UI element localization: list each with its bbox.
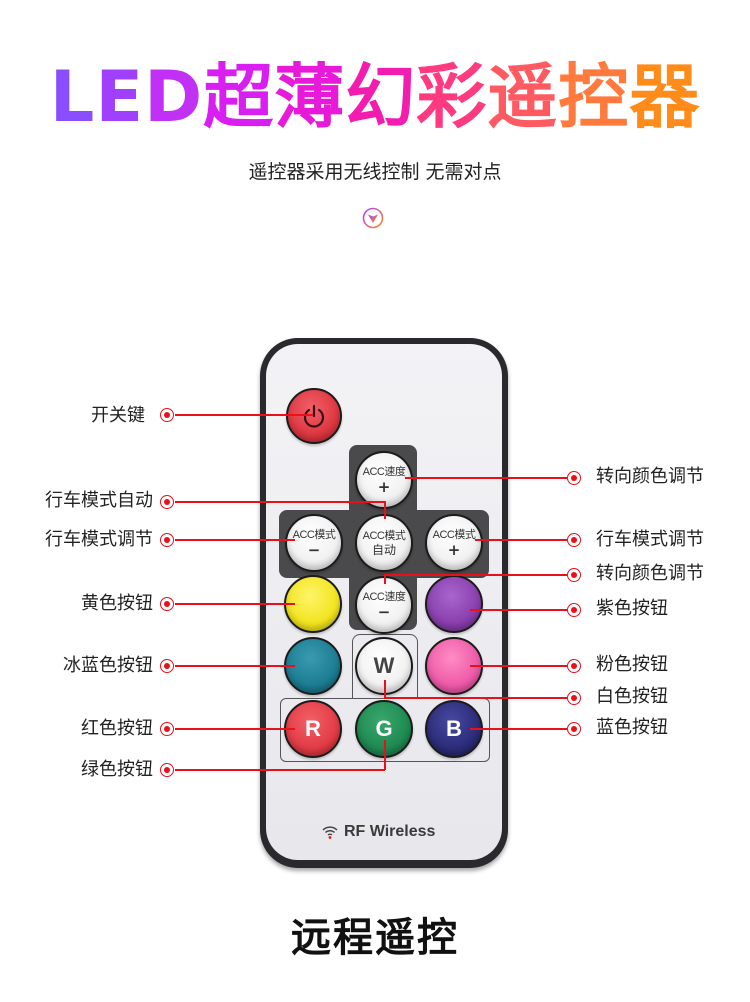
- title-char: 超: [203, 56, 275, 138]
- acc-speed-plus-button[interactable]: ACC速度 +: [355, 451, 413, 509]
- acc-mode-auto-button[interactable]: ACC模式 自动: [355, 514, 413, 572]
- title-char: 幻: [345, 56, 417, 138]
- title-char: 遥: [487, 56, 559, 138]
- button-label: 自动: [371, 542, 396, 557]
- annotation-line: [405, 477, 567, 479]
- annotation-dot: [567, 691, 581, 705]
- button-label: B: [446, 716, 462, 741]
- title-char: 控: [558, 56, 630, 138]
- button-label: ACC模式: [432, 528, 476, 541]
- annotation-dot: [160, 763, 174, 777]
- power-button[interactable]: [286, 388, 342, 444]
- annotation-dot: [160, 408, 174, 422]
- annotation-line: [175, 603, 295, 605]
- annotation-drive-mode-adjust-right: 行车模式调节: [596, 529, 704, 550]
- annotation-red: 红色按钮: [81, 718, 153, 739]
- button-label: −: [377, 602, 391, 621]
- annotation-dot: [567, 568, 581, 582]
- annotation-blue: 蓝色按钮: [596, 717, 668, 738]
- brand-label: RF Wireless: [344, 823, 436, 840]
- annotation-dot: [160, 597, 174, 611]
- annotation-dot: [567, 533, 581, 547]
- title-char: D: [144, 56, 204, 138]
- white-button-outline: [352, 634, 418, 699]
- footer-title: 远程遥控: [291, 915, 459, 961]
- button-label: ACC速度: [362, 590, 406, 603]
- acc-mode-plus-button[interactable]: ACC模式 +: [425, 514, 483, 572]
- acc-mode-minus-button[interactable]: ACC模式 −: [285, 514, 343, 572]
- annotation-pink: 粉色按钮: [596, 654, 668, 675]
- title-char: L: [49, 56, 96, 138]
- annotation-line: [384, 501, 386, 519]
- wifi-icon: [322, 826, 338, 839]
- annotation-line: [470, 665, 567, 667]
- button-label: −: [307, 540, 321, 559]
- button-label: G: [375, 716, 393, 741]
- annotation-line: [470, 609, 567, 611]
- button-label: R: [305, 716, 321, 741]
- annotation-turn-color-adjust-bottom: 转向颜色调节: [596, 563, 704, 584]
- annotation-dot: [567, 722, 581, 736]
- button-label: ACC模式: [292, 528, 336, 541]
- annotation-line: [175, 728, 295, 730]
- annotation-line: [384, 574, 567, 576]
- title-char: 器: [629, 56, 701, 138]
- rf-wireless-brand: RF Wireless: [322, 823, 435, 841]
- button-label: +: [377, 477, 391, 496]
- annotation-line: [475, 539, 567, 541]
- title-char: 彩: [416, 56, 488, 138]
- annotation-dot: [160, 533, 174, 547]
- annotation-line: [175, 414, 313, 416]
- annotation-line: [175, 501, 384, 503]
- annotation-power: 开关键: [91, 405, 145, 426]
- power-icon: [303, 404, 325, 428]
- title-char: 薄: [274, 56, 346, 138]
- blue-button[interactable]: B: [425, 700, 483, 758]
- annotation-line: [384, 680, 386, 698]
- annotation-line: [175, 665, 295, 667]
- annotation-dot: [567, 659, 581, 673]
- purple-button[interactable]: [425, 575, 483, 633]
- chevron-down-circle-icon: [362, 207, 384, 229]
- button-label: W: [373, 653, 395, 678]
- page-title: LED超薄幻彩遥控器: [0, 52, 750, 142]
- annotation-line: [470, 728, 567, 730]
- annotation-line: [384, 740, 386, 770]
- annotation-drive-mode-auto: 行车模式自动: [45, 490, 153, 511]
- annotation-ice-blue: 冰蓝色按钮: [63, 655, 153, 676]
- annotation-purple: 紫色按钮: [596, 598, 668, 619]
- annotation-line: [175, 769, 385, 771]
- annotation-white: 白色按钮: [596, 686, 668, 707]
- button-label: +: [447, 540, 461, 559]
- button-label: ACC速度: [362, 465, 406, 478]
- annotation-yellow: 黄色按钮: [81, 593, 153, 614]
- annotation-line: [384, 697, 567, 699]
- yellow-button[interactable]: [284, 575, 342, 633]
- button-label: ACC模式: [362, 529, 406, 542]
- subtitle: 遥控器采用无线控制 无需对点: [248, 161, 502, 183]
- title-char: E: [95, 56, 145, 138]
- annotation-line: [175, 539, 295, 541]
- annotation-dot: [160, 722, 174, 736]
- acc-speed-minus-button[interactable]: ACC速度 −: [355, 576, 413, 634]
- annotation-dot: [567, 471, 581, 485]
- annotation-green: 绿色按钮: [81, 759, 153, 780]
- annotation-line: [384, 574, 386, 584]
- annotation-dot: [567, 603, 581, 617]
- annotation-dot: [160, 659, 174, 673]
- annotation-drive-mode-adjust-left: 行车模式调节: [45, 529, 153, 550]
- annotation-dot: [160, 495, 174, 509]
- annotation-turn-color-adjust-top: 转向颜色调节: [596, 466, 704, 487]
